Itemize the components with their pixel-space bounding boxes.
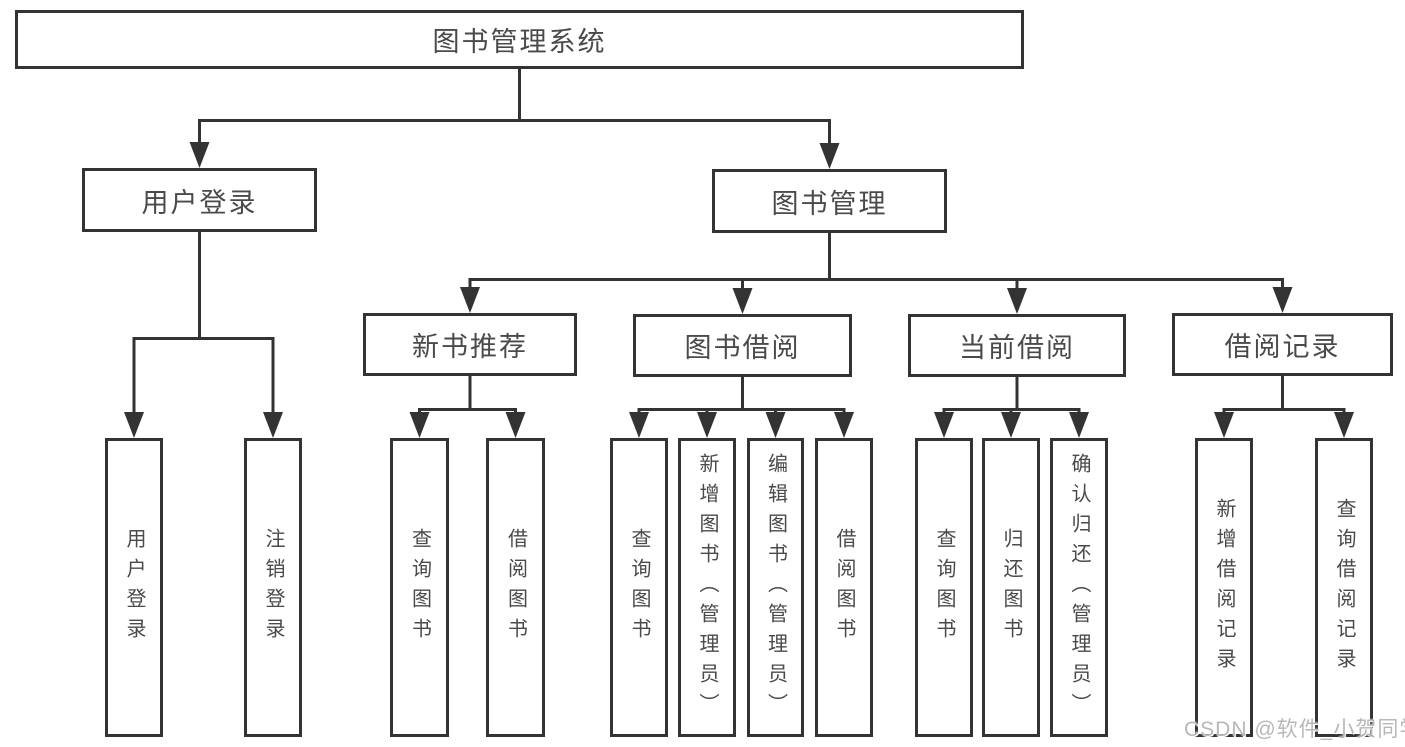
leaf-confirm-return-admin: 确认归还（管理员） <box>1050 438 1108 737</box>
node-borrow-records: 借阅记录 <box>1172 313 1393 376</box>
node-book-borrowing: 图书借阅 <box>633 314 852 377</box>
leaf-user-login: 用户登录 <box>105 438 163 737</box>
connector-root-to-level2 <box>189 68 840 169</box>
leaf-query-books-borrowing: 查询图书 <box>610 438 668 737</box>
node-current-borrowing: 当前借阅 <box>908 314 1126 377</box>
leaf-query-borrow-record: 查询借阅记录 <box>1315 438 1373 737</box>
node-book-management: 图书管理 <box>712 169 947 233</box>
node-user-login: 用户登录 <box>82 168 317 232</box>
leaf-add-book-admin: 新增图书（管理员） <box>678 438 736 737</box>
node-new-book-recommend: 新书推荐 <box>363 313 577 376</box>
leaf-edit-book-admin: 编辑图书（管理员） <box>747 438 804 737</box>
leaf-add-borrow-record: 新增借阅记录 <box>1195 438 1253 737</box>
leaf-query-books-recommend: 查询图书 <box>390 438 449 737</box>
leaf-logout: 注销登录 <box>244 438 302 737</box>
leaf-return-books: 归还图书 <box>982 438 1040 737</box>
csdn-watermark: CSDN @软件_小贺同学 <box>1184 718 1405 741</box>
connector-borrow-records-children <box>1214 375 1354 438</box>
connector-user-login-children <box>124 232 283 438</box>
connector-book-borrowing-children <box>629 377 854 438</box>
connector-new-book-recommend-children <box>409 376 526 438</box>
connector-current-borrowing-children <box>934 377 1089 438</box>
leaf-borrow-books-recommend: 借阅图书 <box>486 438 545 737</box>
connector-book-management-children <box>460 233 1293 314</box>
node-root-library-system: 图书管理系统 <box>15 10 1024 69</box>
leaf-query-books-current: 查询图书 <box>915 438 973 737</box>
leaf-borrow-books-borrowing: 借阅图书 <box>815 438 873 737</box>
